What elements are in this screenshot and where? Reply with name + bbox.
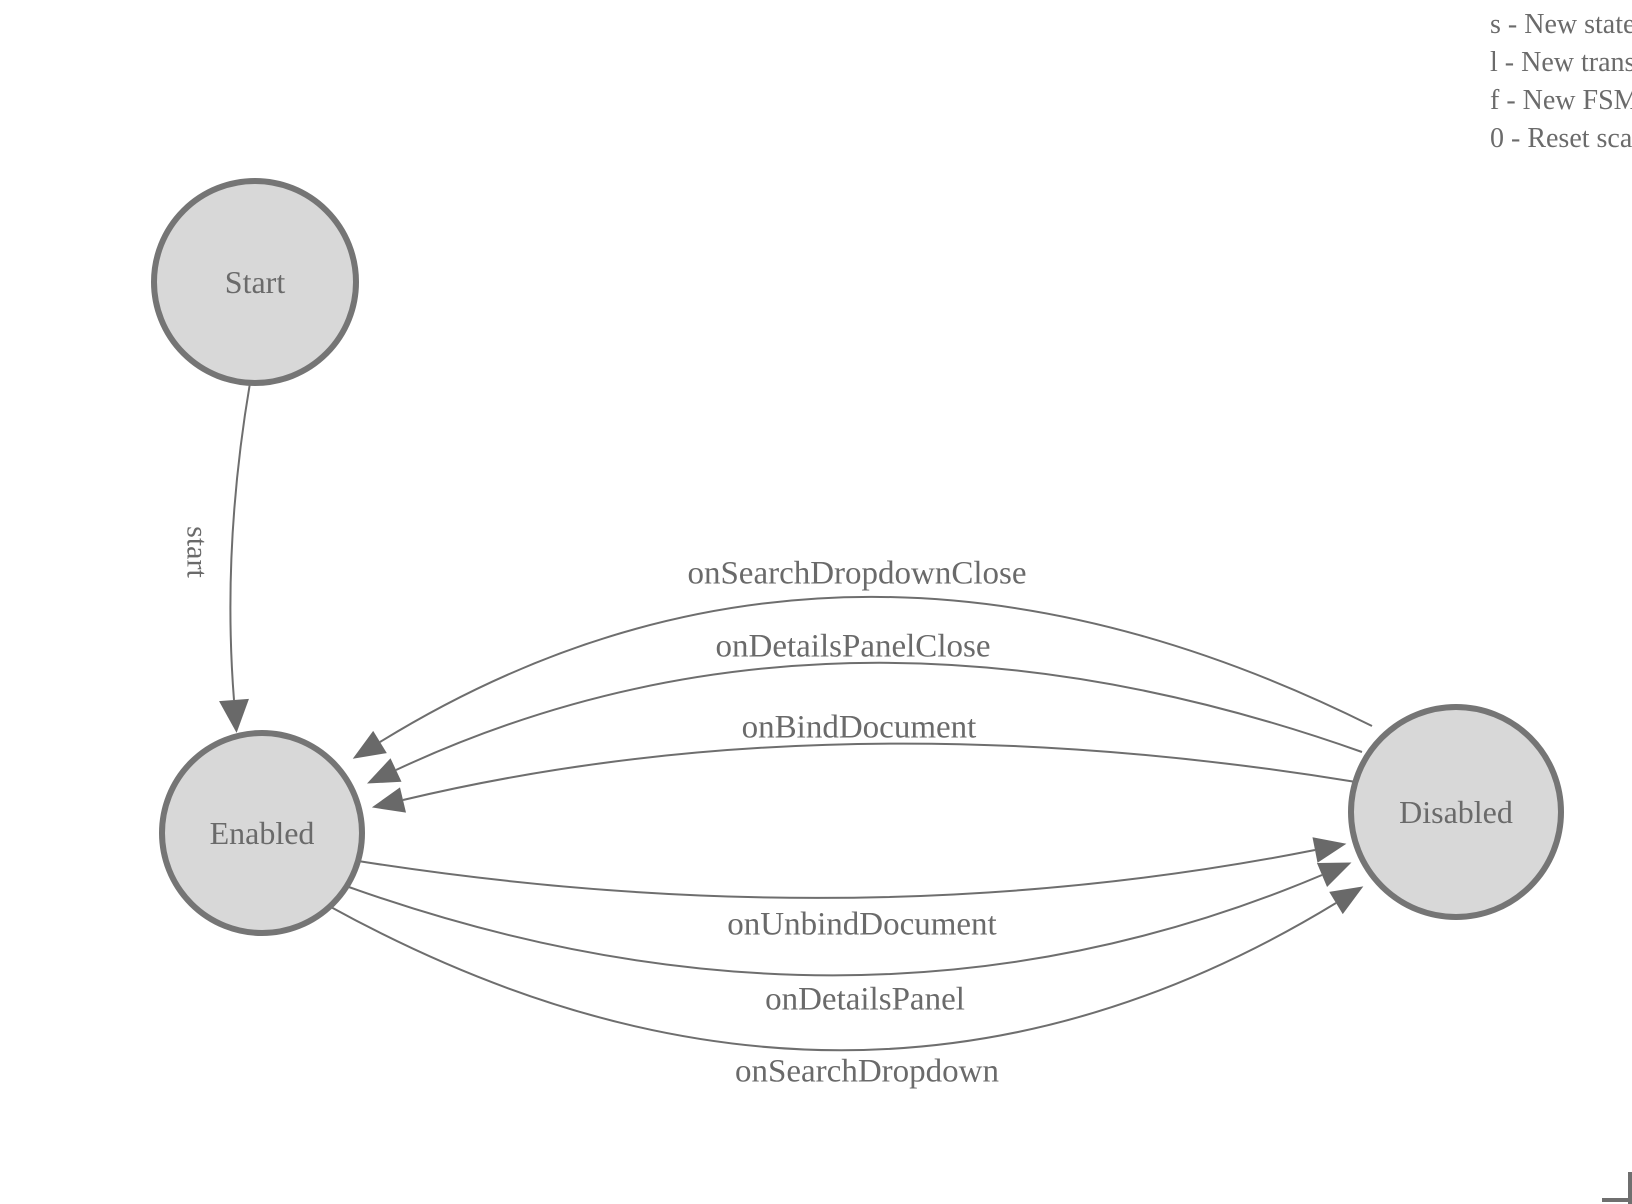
transition-label-onUnbindDocument[interactable]: onUnbindDocument [727,907,996,943]
transition-onDetailsPanel-arrowhead-icon [1316,862,1352,887]
state-node-enabled[interactable] [159,730,365,936]
transition-onSearchDropdownClose-arrowhead-icon [352,730,387,759]
transition-onDetailsPanel[interactable] [345,874,1323,977]
state-node-label-enabled: Enabled [210,815,315,851]
state-node-disabled[interactable] [1348,704,1564,920]
transition-onDetailsPanelClose[interactable] [395,661,1363,771]
state-node-label-start: Start [225,264,286,300]
legend-line-reset-scale: 0 - Reset scale [1490,123,1632,154]
transition-onSearchDropdownClose[interactable] [379,595,1373,743]
transition-label-onDetailsPanel[interactable]: onDetailsPanel [765,982,965,1018]
transition-onBindDocument[interactable] [402,742,1357,801]
transition-onDetailsPanelClose-arrowhead-icon [367,758,402,784]
legend-line-new-transition: l - New transition [1490,47,1632,78]
transition-label-onSearchDropdownClose[interactable]: onSearchDropdownClose [687,556,1026,592]
transition-onSearchDropdown[interactable] [328,902,1337,1052]
transition-onUnbindDocument-arrowhead-icon [1312,837,1347,863]
canvas-corner-mark-vertical [1628,1172,1632,1204]
state-node-start[interactable] [151,178,359,386]
state-node-label-disabled: Disabled [1399,794,1513,830]
legend-line-new-state: s - New state [1490,9,1632,40]
shortcuts-legend: s - New state l - New transition f - New… [1490,6,1632,158]
transition-onUnbindDocument[interactable] [357,849,1316,899]
transition-start-transition-arrowhead-icon [219,698,249,733]
transition-onSearchDropdown-arrowhead-icon [1329,886,1364,915]
legend-line-new-fsm: f - New FSM [1490,85,1632,116]
canvas-corner-mark-horizontal [1602,1198,1632,1202]
transition-label-onBindDocument[interactable]: onBindDocument [742,710,977,746]
transition-onBindDocument-arrowhead-icon [371,787,407,813]
transition-label-onDetailsPanelClose[interactable]: onDetailsPanelClose [716,629,991,665]
transition-label-onSearchDropdown[interactable]: onSearchDropdown [735,1054,999,1090]
transition-label-start-transition[interactable]: start [181,526,214,578]
transition-start-transition[interactable] [229,382,251,701]
edges-layer: start onSearchDropdownClose onDetailsPanel… [181,382,1373,1090]
